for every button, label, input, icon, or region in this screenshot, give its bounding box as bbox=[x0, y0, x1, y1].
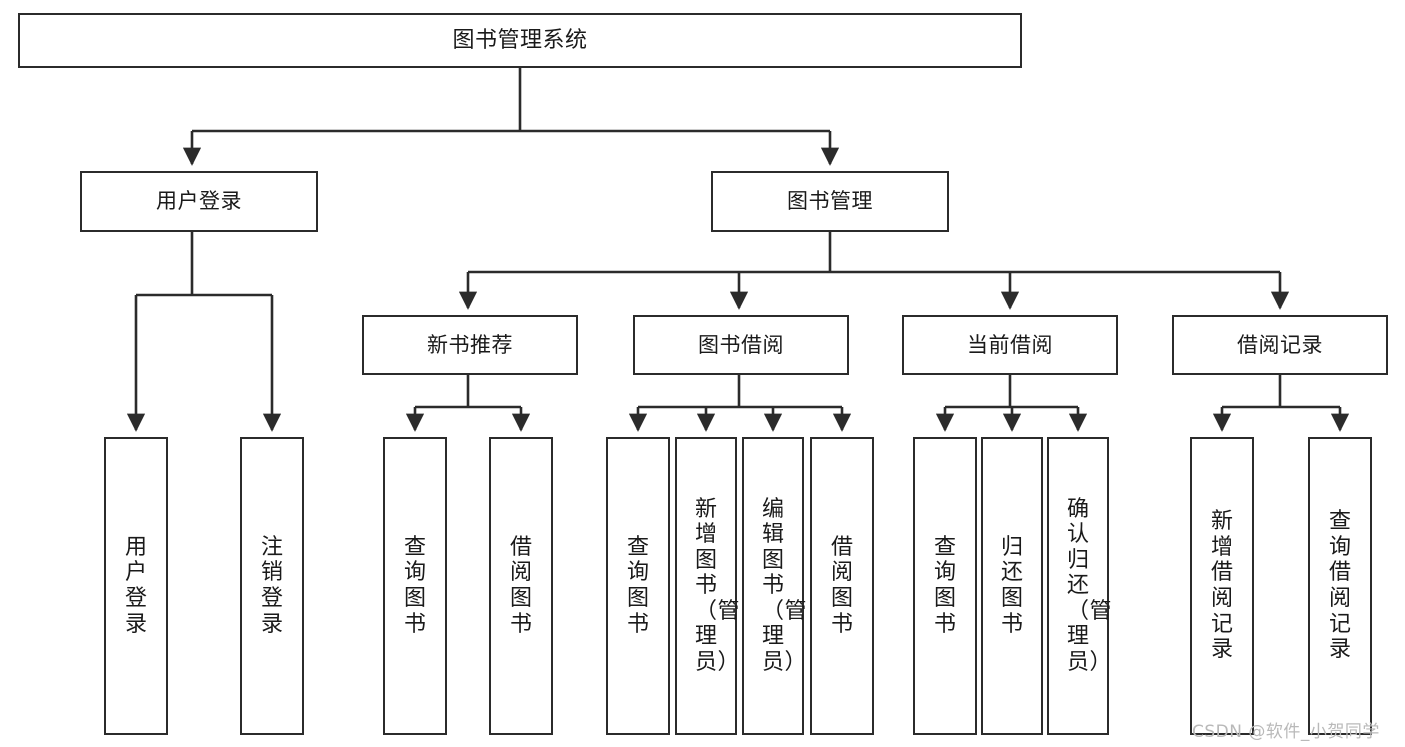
node-label: 查询图书 bbox=[934, 534, 957, 637]
node-label: 图书管理 bbox=[787, 189, 873, 214]
node-label: 新书推荐 bbox=[427, 332, 513, 357]
node-label: 归还图书 bbox=[1001, 534, 1024, 637]
node-label: 新增借阅记录 bbox=[1211, 509, 1234, 663]
node-label: 确认归还（管理员） bbox=[1067, 496, 1113, 675]
node-root-book-management-system[interactable]: 图书管理系统 bbox=[18, 13, 1022, 68]
leaf-confirm-return-admin[interactable]: 确认归还（管理员） bbox=[1047, 437, 1113, 735]
watermark-text: CSDN @软件_小贺同学 bbox=[1192, 722, 1380, 742]
node-label: 图书借阅 bbox=[698, 332, 784, 357]
node-label: 用户登录 bbox=[156, 189, 242, 214]
node-label: 用户登录 bbox=[125, 534, 148, 637]
leaf-query-book-new-recommend[interactable]: 查询图书 bbox=[383, 437, 447, 735]
node-label: 查询借阅记录 bbox=[1329, 509, 1352, 663]
node-current-borrow[interactable]: 当前借阅 bbox=[902, 315, 1118, 375]
leaf-query-book-borrow[interactable]: 查询图书 bbox=[606, 437, 670, 735]
leaf-borrow-book-borrow[interactable]: 借阅图书 bbox=[810, 437, 874, 735]
leaf-user-login[interactable]: 用户登录 bbox=[104, 437, 168, 735]
node-user-login[interactable]: 用户登录 bbox=[80, 171, 318, 232]
node-new-book-recommend[interactable]: 新书推荐 bbox=[362, 315, 578, 375]
leaf-add-book-admin[interactable]: 新增图书（管理员） bbox=[675, 437, 741, 735]
node-label: 借阅图书 bbox=[510, 534, 533, 637]
node-label: 编辑图书（管理员） bbox=[762, 496, 808, 675]
leaf-query-borrow-record[interactable]: 查询借阅记录 bbox=[1308, 437, 1372, 735]
node-label: 当前借阅 bbox=[967, 332, 1053, 357]
node-label: 图书管理系统 bbox=[452, 27, 588, 53]
leaf-return-book[interactable]: 归还图书 bbox=[981, 437, 1043, 735]
leaf-query-book-current[interactable]: 查询图书 bbox=[913, 437, 977, 735]
node-label: 借阅图书 bbox=[831, 534, 854, 637]
leaf-edit-book-admin[interactable]: 编辑图书（管理员） bbox=[742, 437, 808, 735]
node-label: 借阅记录 bbox=[1237, 332, 1323, 357]
leaf-logout-login[interactable]: 注销登录 bbox=[240, 437, 304, 735]
node-label: 新增图书（管理员） bbox=[695, 496, 741, 675]
node-label: 查询图书 bbox=[627, 534, 650, 637]
node-book-management[interactable]: 图书管理 bbox=[711, 171, 949, 232]
node-book-borrow[interactable]: 图书借阅 bbox=[633, 315, 849, 375]
leaf-add-borrow-record[interactable]: 新增借阅记录 bbox=[1190, 437, 1254, 735]
node-borrow-record[interactable]: 借阅记录 bbox=[1172, 315, 1388, 375]
node-label: 注销登录 bbox=[261, 534, 284, 637]
leaf-borrow-book-new-recommend[interactable]: 借阅图书 bbox=[489, 437, 553, 735]
node-label: 查询图书 bbox=[404, 534, 427, 637]
